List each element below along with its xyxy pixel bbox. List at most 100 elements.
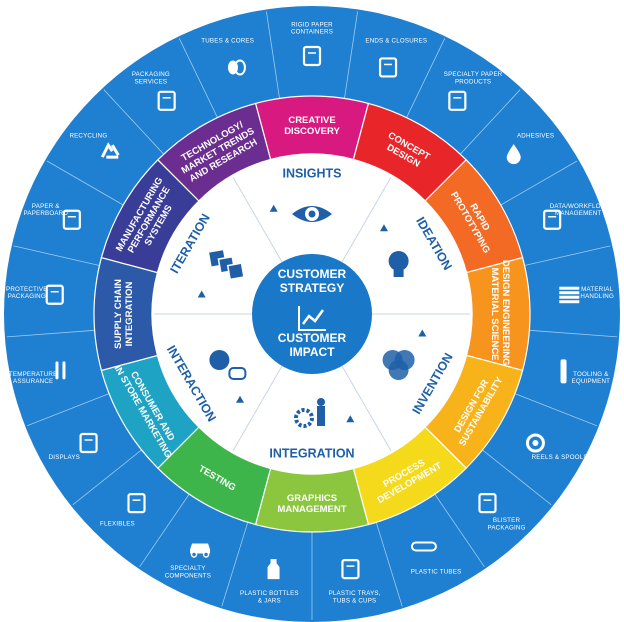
eye-icon bbox=[292, 206, 332, 222]
car-icon bbox=[190, 543, 211, 558]
outer-item: TOOLING &EQUIPMENT bbox=[560, 359, 610, 385]
outer-divider bbox=[46, 160, 124, 206]
inner-divider bbox=[232, 365, 283, 452]
outer-item: DISPLAYS bbox=[49, 432, 98, 461]
pallet-icon bbox=[559, 286, 580, 304]
closure-icon bbox=[378, 57, 398, 78]
outer-item-label: ADHESIVES bbox=[517, 132, 554, 139]
outer-divider bbox=[459, 89, 521, 155]
paper-cup-icon bbox=[448, 90, 467, 111]
rigid-container-icon bbox=[302, 45, 322, 67]
blister-icon bbox=[478, 493, 497, 514]
outer-item-label: PLASTIC BOTTLES& JARS bbox=[240, 590, 299, 604]
outer-item: PLASTIC BOTTLES& JARS bbox=[240, 559, 299, 604]
outer-divider bbox=[514, 393, 597, 427]
outer-divider bbox=[27, 393, 110, 427]
outer-item-label: ENDS & CLOSURES bbox=[365, 37, 427, 44]
outer-divider bbox=[375, 522, 403, 607]
chat-person-icon bbox=[209, 350, 247, 380]
gear-person-icon bbox=[294, 398, 325, 428]
outer-divider bbox=[221, 522, 249, 607]
outer-divider bbox=[344, 11, 359, 99]
outer-divider bbox=[500, 160, 578, 206]
outer-item-label: FLEXIBLES bbox=[100, 520, 135, 527]
inner-divider bbox=[232, 176, 283, 263]
outer-item: PLASTIC TUBES bbox=[410, 541, 462, 575]
stage-arrow bbox=[269, 204, 278, 212]
outer-divider bbox=[178, 38, 218, 118]
middle-ring-segment: TECHNOLOGY/MARKET TRENDSAND RESEARCH bbox=[157, 102, 272, 202]
outer-item: PLASTIC TRAYS,TUBS & CUPS bbox=[329, 559, 381, 604]
tray-icon bbox=[341, 559, 360, 580]
venn-icon bbox=[382, 350, 415, 380]
middle-segment-label: DESIGN ENGINEERING/MATERIAL SCIENCE bbox=[489, 260, 511, 369]
outer-item: FLEXIBLES bbox=[100, 493, 146, 527]
outer-item-label: TUBES & CORES bbox=[201, 37, 254, 44]
tube-icon bbox=[410, 541, 437, 552]
outer-item: RECYCLING bbox=[69, 132, 120, 159]
tube-core-icon bbox=[227, 59, 246, 76]
outer-item-label: RECYCLING bbox=[69, 132, 107, 139]
outer-divider bbox=[265, 11, 280, 99]
outer-item-label: PLASTIC TUBES bbox=[411, 568, 462, 575]
thermometer-icon bbox=[55, 361, 66, 380]
outer-item: PAPER &PAPERBOARD bbox=[24, 203, 81, 230]
worker-icon bbox=[157, 90, 176, 111]
outer-item-label: REELS & SPOOLS bbox=[532, 454, 588, 461]
bottle-icon bbox=[267, 559, 280, 580]
outer-divider bbox=[72, 449, 142, 506]
outer-item-label: PAPER &PAPERBOARD bbox=[24, 203, 69, 217]
outer-divider bbox=[524, 245, 611, 266]
stage-arrow bbox=[346, 415, 355, 423]
stage-arrow bbox=[418, 329, 427, 337]
chart-icon bbox=[298, 306, 326, 331]
outer-item-label: DISPLAYS bbox=[49, 454, 80, 461]
stage-label: INSIGHTS bbox=[282, 166, 341, 180]
outer-divider bbox=[103, 89, 165, 155]
drill-bit-icon bbox=[560, 359, 567, 384]
outer-item: REELS & SPOOLS bbox=[525, 433, 588, 461]
stage-arrow bbox=[379, 224, 388, 232]
middle-segment-label: SUPPLY CHAININTEGRATION bbox=[113, 279, 135, 349]
outer-item: TUBES & CORES bbox=[201, 37, 254, 76]
outer-divider bbox=[529, 329, 618, 338]
stage: INSIGHTS bbox=[282, 166, 342, 222]
outer-item-label: PLASTIC TRAYS,TUBS & CUPS bbox=[329, 590, 381, 604]
inner-divider bbox=[341, 176, 392, 263]
stage: INTEGRATION bbox=[269, 398, 355, 460]
outer-divider bbox=[139, 493, 190, 568]
outer-divider bbox=[434, 493, 485, 568]
outer-divider bbox=[13, 245, 100, 266]
hub-circle bbox=[252, 254, 372, 374]
outer-divider bbox=[482, 449, 552, 506]
middle-ring-segment: TESTING bbox=[157, 426, 272, 526]
box-icon bbox=[45, 284, 64, 305]
drop-icon bbox=[506, 144, 521, 165]
stacked-squares-icon bbox=[209, 250, 245, 281]
outer-item: ENDS & CLOSURES bbox=[365, 37, 427, 78]
pouch-icon bbox=[127, 493, 146, 514]
outer-divider bbox=[406, 38, 446, 118]
stage-label: INTEGRATION bbox=[269, 446, 354, 460]
